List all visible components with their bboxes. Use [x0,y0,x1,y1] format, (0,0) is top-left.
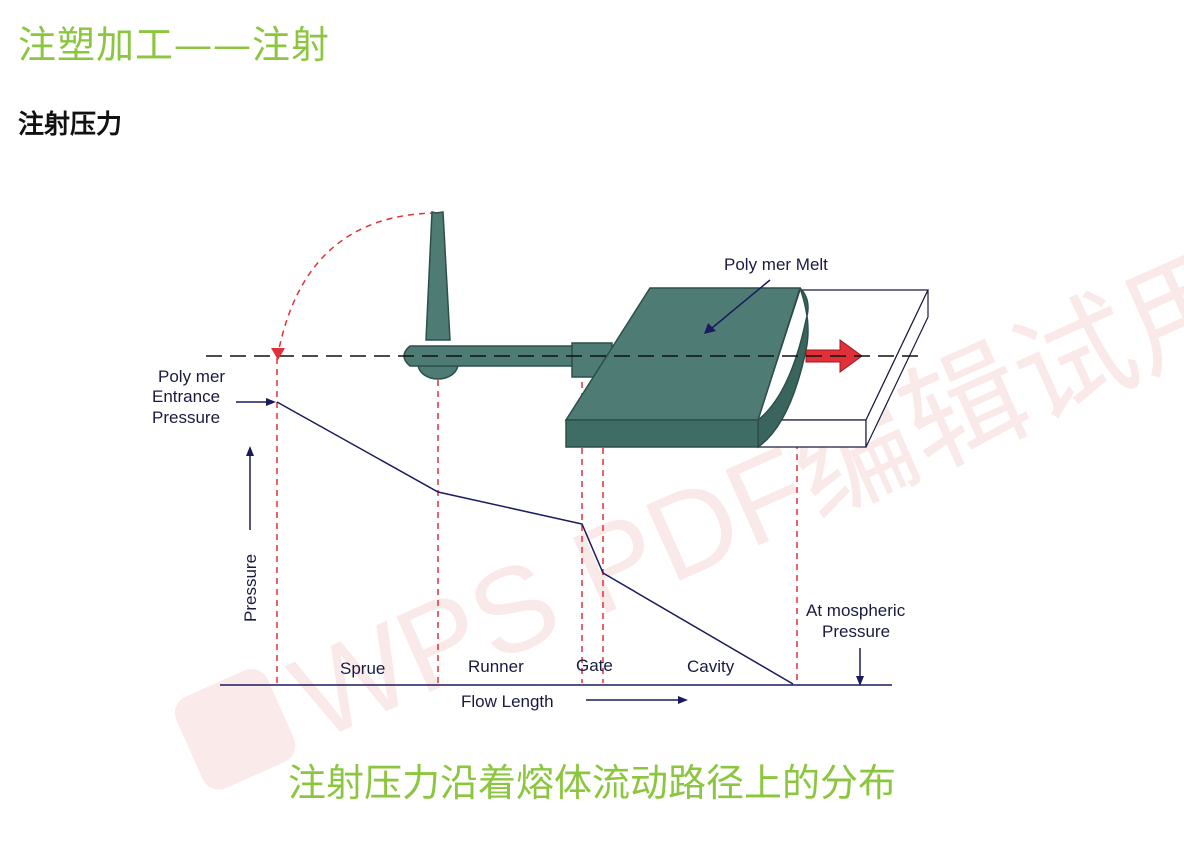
watermark-logo-icon [174,669,296,790]
page-title: 注塑加工——注射 [18,23,331,67]
atmospheric-label-line-2: Pressure [822,622,890,641]
melt-pointer-icon [704,323,716,334]
pressure-axis-arrow-icon [246,446,254,456]
pressure-curve [276,401,794,685]
region-label-gate: Gate [576,656,613,675]
region-label-sprue: Sprue [340,659,385,678]
sprue-body [425,211,451,341]
arc-arrowhead-icon [271,348,285,360]
entrance-label-line-1: Poly mer [158,367,225,386]
atmospheric-label-line-1: At mospheric [806,601,906,620]
flow-length-label: Flow Length [461,692,554,711]
flow-length-arrow-icon [678,696,688,704]
region-label-cavity: Cavity [687,657,735,676]
polymer-melt [564,287,809,449]
cavity-right-face [865,289,929,448]
entrance-label-line-2: Entrance [152,387,220,406]
figure-caption: 注射压力沿着熔体流动路径上的分布 [287,761,896,805]
atmospheric-pointer-icon [856,676,864,686]
region-label-runner: Runner [468,657,524,676]
axes [220,279,892,704]
section-heading: 注射压力 [18,110,123,140]
rotation-arc [277,212,437,355]
melt-front-face [565,419,759,448]
entrance-pointer-icon [266,398,276,406]
melt-pointer [711,279,771,329]
entrance-label-line-3: Pressure [152,408,220,427]
polymer-melt-label: Poly mer Melt [724,255,828,274]
pressure-axis-label: Pressure [241,554,260,622]
